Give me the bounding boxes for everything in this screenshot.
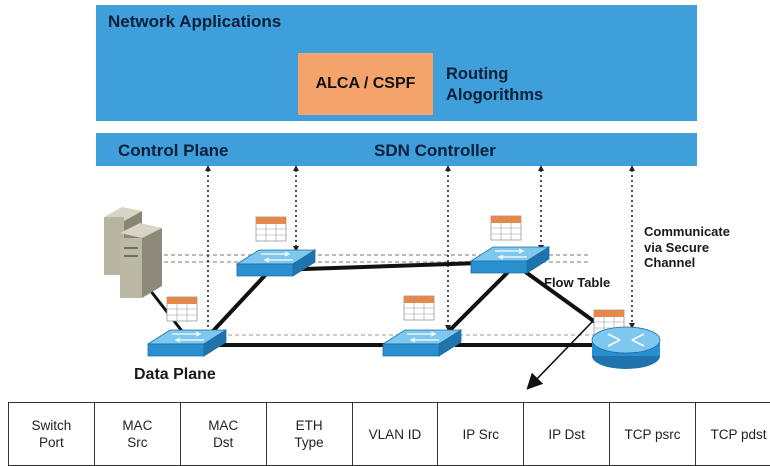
flow-table-icon xyxy=(256,217,286,241)
flow-table-icon xyxy=(491,216,521,240)
secure-channel-line2: via Secure xyxy=(644,240,764,256)
switch-icon xyxy=(471,247,549,273)
data-plane-label: Data Plane xyxy=(134,366,216,384)
switch-icon xyxy=(237,250,315,276)
field-ip-dst: IP Dst xyxy=(524,403,610,466)
field-tcp-pdst: TCP pdst xyxy=(696,403,770,466)
secure-channel-line1: Communicate xyxy=(644,224,764,240)
switch-icon xyxy=(383,330,461,356)
secure-channel-label: Communicate via Secure Channel xyxy=(644,224,764,271)
flow-table-icon xyxy=(167,297,197,321)
router-icon xyxy=(592,327,660,369)
flow-table-pointer xyxy=(532,322,592,384)
secure-channel-line3: Channel xyxy=(644,255,764,271)
switch-icon xyxy=(148,330,226,356)
data-plane-diagram xyxy=(0,0,770,400)
field-ip-src: IP Src xyxy=(438,403,524,466)
flow-table-icon xyxy=(404,296,434,320)
flow-table-label: Flow Table xyxy=(544,275,610,290)
field-tcp-psrc: TCP psrc xyxy=(610,403,696,466)
server-icon xyxy=(104,207,162,298)
field-vlan-id: VLAN ID xyxy=(352,403,438,466)
